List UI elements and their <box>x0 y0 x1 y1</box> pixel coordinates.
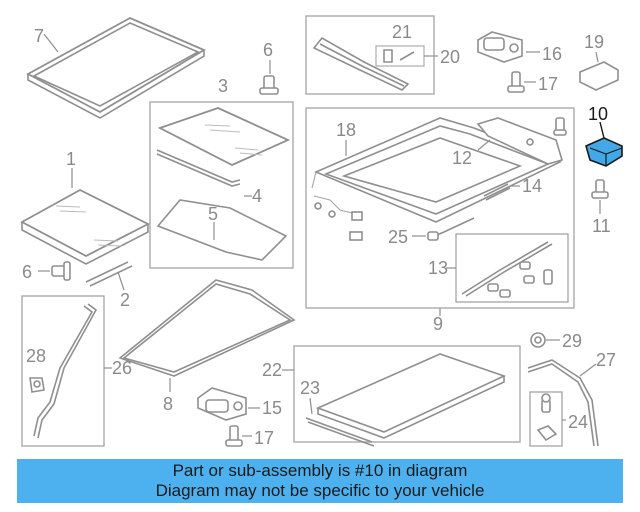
callout-27: 27 <box>596 350 616 370</box>
callout-17-top: 17 <box>538 74 558 94</box>
group-box-26 <box>21 295 105 447</box>
part-2-strip[interactable] <box>85 261 133 287</box>
part-23-strip[interactable] <box>305 417 375 447</box>
part-29-grommet[interactable] <box>530 332 546 348</box>
part-21-clip-kit[interactable] <box>375 45 425 67</box>
callout-11: 11 <box>592 216 611 236</box>
callout-9: 9 <box>433 314 443 334</box>
part-14-bracket[interactable] <box>483 183 511 201</box>
part-19-bracket[interactable] <box>579 61 619 91</box>
callout-19: 19 <box>584 32 604 52</box>
part-bolt-frame[interactable] <box>553 117 567 136</box>
callout-17-bottom: 17 <box>254 428 274 448</box>
part-13-link-kit[interactable] <box>461 241 553 298</box>
part-25-cable[interactable] <box>427 217 475 241</box>
part-10-highlighted[interactable] <box>585 137 623 167</box>
group-box-24 <box>529 391 563 447</box>
part-24-fasteners[interactable] <box>536 393 558 442</box>
callout-12: 12 <box>452 148 472 168</box>
part-5-weatherstrip[interactable] <box>156 199 288 261</box>
part-17-bolt-bottom[interactable] <box>225 425 243 447</box>
callout-3: 3 <box>218 76 228 96</box>
part-4-seal[interactable] <box>156 149 241 187</box>
part-12-rail[interactable] <box>476 117 563 165</box>
part-6-bolt-left[interactable] <box>51 261 71 281</box>
callout-25: 25 <box>388 227 408 247</box>
callout-18: 18 <box>336 120 356 140</box>
part-11-bolt[interactable] <box>591 179 609 199</box>
part-22-sunshade[interactable] <box>315 353 507 439</box>
callout-29: 29 <box>562 331 582 351</box>
callout-2: 2 <box>120 290 130 310</box>
part-28-clip[interactable] <box>29 377 45 393</box>
callout-21: 21 <box>392 22 412 42</box>
callout-6-top: 6 <box>263 40 273 60</box>
group-box-20 <box>305 15 435 95</box>
callout-20: 20 <box>440 47 460 67</box>
part-small-clips[interactable] <box>349 211 363 241</box>
part-15-motor[interactable] <box>197 387 247 421</box>
banner-line-2: Diagram may not be specific to your vehi… <box>155 481 485 500</box>
part-8-frame-seal[interactable] <box>118 279 296 377</box>
callout-1: 1 <box>66 149 76 169</box>
part-7-glass-panel[interactable] <box>26 16 206 119</box>
banner-line-1: Part or sub-assembly is #10 in diagram <box>172 461 468 480</box>
part-17-bolt-top[interactable] <box>507 71 525 93</box>
part-26-drain-hose[interactable] <box>33 303 98 439</box>
callout-23: 23 <box>300 378 320 398</box>
callout-26: 26 <box>112 358 132 378</box>
part-3-glass[interactable] <box>157 107 291 166</box>
part-27-drain-hose[interactable] <box>527 359 599 447</box>
callout-10: 10 <box>588 104 608 124</box>
callout-8: 8 <box>163 394 173 414</box>
callout-6-left: 6 <box>22 262 32 282</box>
callout-15: 15 <box>262 398 282 418</box>
group-box-22 <box>293 345 521 443</box>
callout-28: 28 <box>26 346 46 366</box>
callout-22: 22 <box>262 360 282 380</box>
callout-16: 16 <box>542 44 562 64</box>
group-box-3 <box>149 101 294 269</box>
part-16-motor[interactable] <box>477 31 523 63</box>
part-1-glass[interactable] <box>20 188 150 265</box>
callout-7: 7 <box>34 26 44 46</box>
callout-13: 13 <box>428 258 448 278</box>
callout-24: 24 <box>568 412 588 432</box>
part-6-bolt-top[interactable] <box>259 75 279 95</box>
callout-14: 14 <box>522 176 542 196</box>
callout-5: 5 <box>208 204 218 224</box>
info-banner: Part or sub-assembly is #10 in diagram D… <box>17 459 623 503</box>
callout-4: 4 <box>252 186 262 206</box>
part-20-deflector[interactable] <box>312 36 410 91</box>
